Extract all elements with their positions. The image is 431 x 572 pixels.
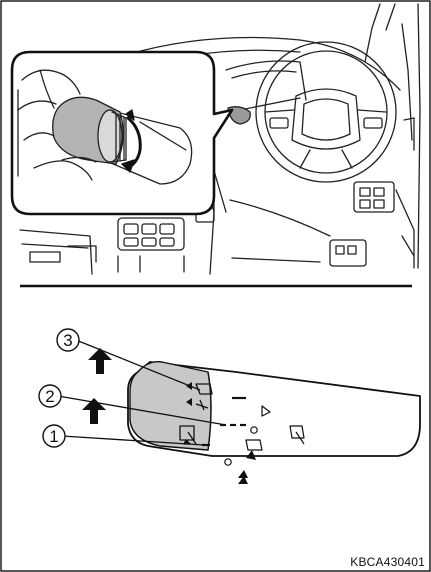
- svg-text:2: 2: [45, 387, 54, 406]
- callout-3: 3: [57, 329, 79, 351]
- callout-1: 1: [43, 425, 65, 447]
- svg-text:3: 3: [63, 331, 72, 350]
- figure-code: KBCA430401: [350, 555, 425, 569]
- inset-callout: [12, 52, 232, 214]
- svg-text:1: 1: [49, 427, 58, 446]
- callout-2: 2: [39, 385, 61, 407]
